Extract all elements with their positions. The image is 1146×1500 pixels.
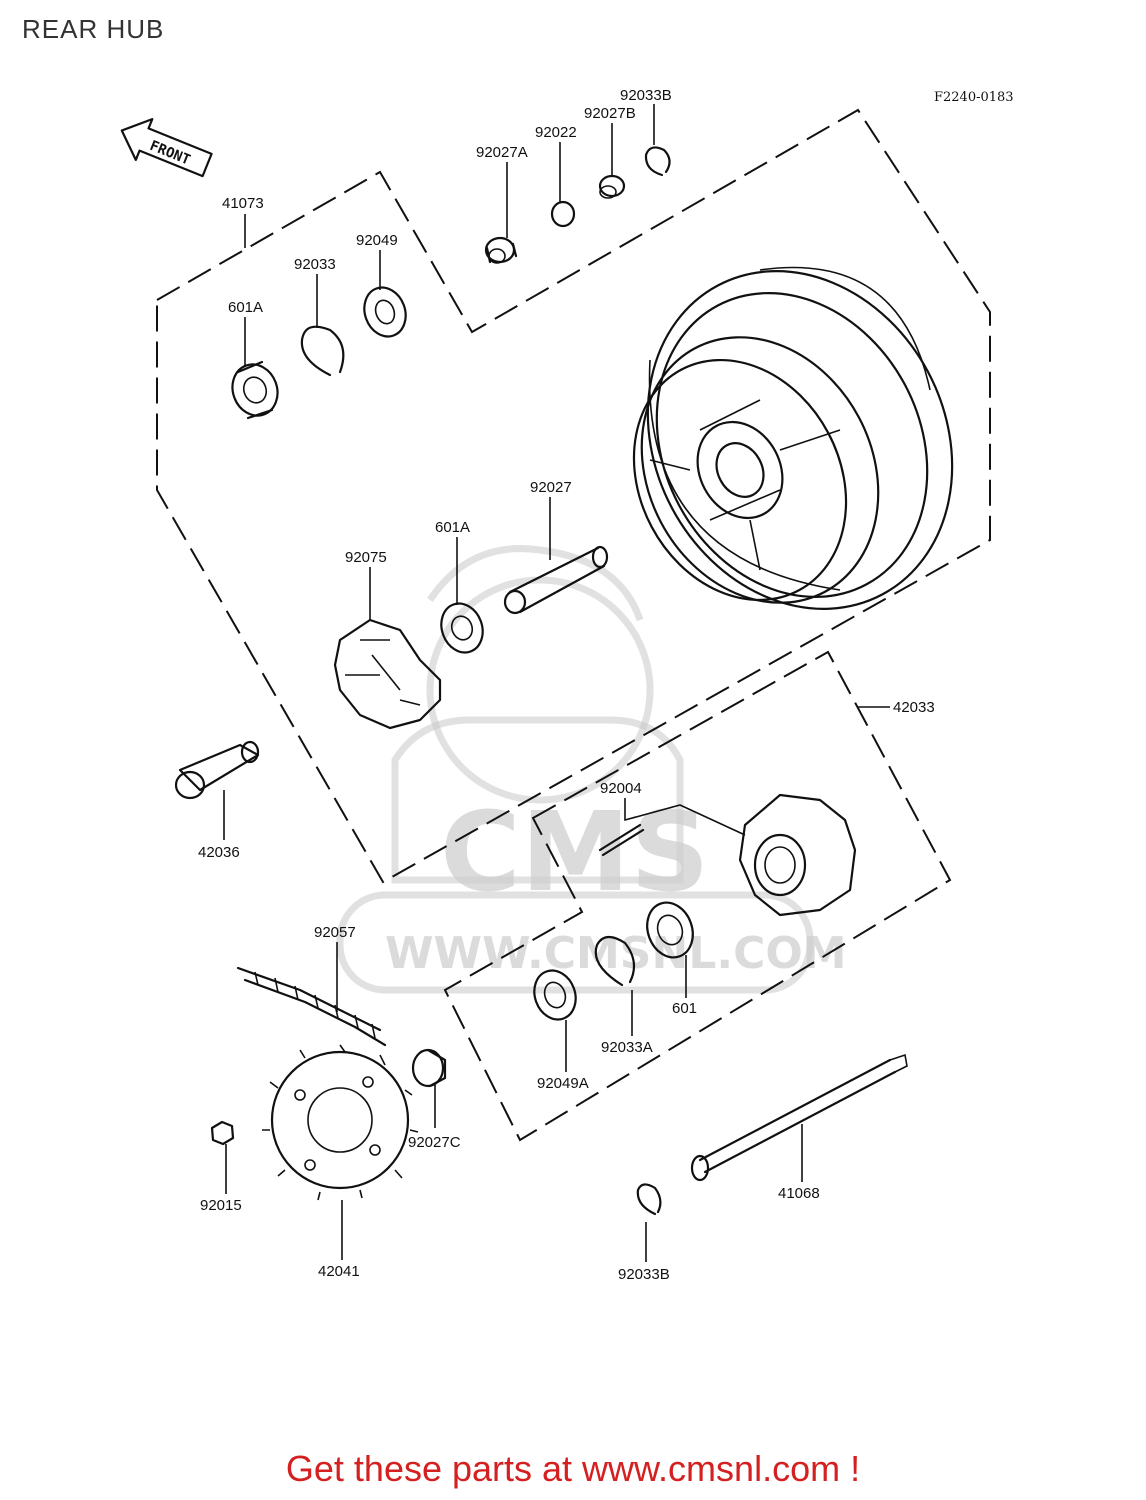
- label-92027a: 92027A: [476, 144, 528, 161]
- group-outline-wheel: [156, 108, 991, 884]
- watermark-site-text: WWW.CMSNL.COM: [385, 928, 847, 979]
- sprocket-42041: [262, 1044, 419, 1201]
- label-92057: 92057: [314, 924, 356, 941]
- label-41068: 41068: [778, 1185, 820, 1202]
- washer-92022: [550, 200, 576, 228]
- footer-cta[interactable]: Get these parts at www.cmsnl.com !: [285, 1448, 861, 1489]
- label-42033: 42033: [893, 699, 935, 716]
- circlip-92033a: [594, 935, 636, 987]
- label-92027c: 92027C: [408, 1134, 461, 1151]
- collar-42036: [174, 740, 260, 800]
- front-arrow: FRONT: [120, 118, 213, 178]
- seal-92049: [363, 286, 407, 338]
- circlip-92033b-bottom: [636, 1183, 662, 1216]
- label-601a-top: 601A: [228, 299, 263, 316]
- circlip-92033b-top: [644, 146, 671, 177]
- label-92075: 92075: [345, 549, 387, 566]
- chain-92057: [236, 966, 387, 1047]
- figure-code: F2240-0183: [934, 90, 1014, 105]
- damper-92075: [333, 618, 442, 730]
- label-92027b: 92027B: [584, 105, 636, 122]
- nut-92015: [210, 1120, 235, 1146]
- label-41073: 41073: [222, 195, 264, 212]
- collar-92027a: [484, 236, 518, 264]
- label-92033b-top: 92033B: [620, 87, 672, 104]
- label-92033b-bottom: 92033B: [618, 1266, 670, 1283]
- label-601: 601: [672, 1000, 697, 1017]
- axle-41068: [690, 1053, 908, 1182]
- label-42041: 42041: [318, 1263, 360, 1280]
- exploded-parts-diagram: CMS WWW.CMSNL.COM FRONT: [120, 87, 991, 1283]
- collar-92027c: [411, 1048, 447, 1088]
- bearing-601a-top: [231, 360, 279, 420]
- label-92027: 92027: [530, 479, 572, 496]
- label-92022: 92022: [535, 124, 577, 141]
- rear-wheel: [632, 266, 954, 610]
- label-42036: 42036: [198, 844, 240, 861]
- group-outline-sprocket-hub: [443, 650, 952, 1142]
- label-92004: 92004: [600, 780, 642, 797]
- label-92015: 92015: [200, 1197, 242, 1214]
- label-92049: 92049: [356, 232, 398, 249]
- stud-92004: [598, 823, 645, 857]
- watermark-logo: CMS WWW.CMSNL.COM: [336, 545, 847, 994]
- page-title: REAR HUB: [22, 14, 165, 44]
- bearing-601a-mid: [440, 602, 484, 654]
- label-601a-mid: 601A: [435, 519, 470, 536]
- collar-92027b: [598, 174, 626, 199]
- label-92033a: 92033A: [601, 1039, 653, 1056]
- label-92033: 92033: [294, 256, 336, 273]
- leader-lines: [223, 104, 890, 1262]
- part-labels: 41073 92033 92049 601A 92027A 92022 9202…: [198, 87, 935, 1283]
- bearing-601: [646, 901, 694, 959]
- label-92049a: 92049A: [537, 1075, 589, 1092]
- sprocket-hub: [738, 793, 857, 917]
- seal-92049a: [533, 969, 577, 1021]
- circlip-92033: [300, 325, 345, 377]
- pipe-92027: [503, 545, 609, 615]
